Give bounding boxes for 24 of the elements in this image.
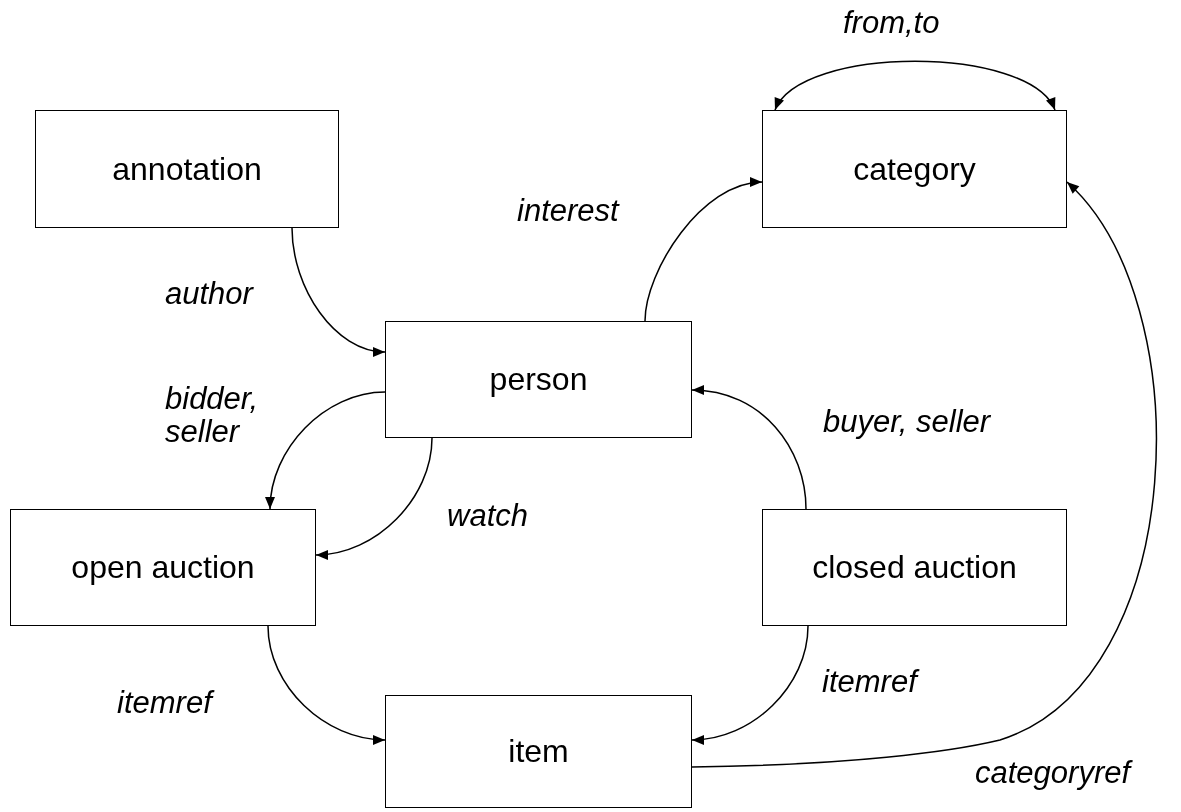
entity-name: closed auction xyxy=(812,549,1017,586)
arrow xyxy=(774,60,1056,111)
arrow xyxy=(291,227,386,356)
entity-box xyxy=(385,321,692,438)
entity-name: person xyxy=(489,361,588,398)
arrow xyxy=(691,385,807,510)
entity-box xyxy=(385,695,692,808)
entity-name: open auction xyxy=(71,549,255,586)
arrow xyxy=(265,391,386,510)
entity-box xyxy=(762,509,1067,626)
entity-box xyxy=(762,110,1067,228)
edge-label: buyer, seller xyxy=(823,406,991,439)
entity-box xyxy=(35,110,339,228)
arrow xyxy=(315,437,433,560)
entity-box xyxy=(10,509,316,626)
arrow xyxy=(267,625,386,745)
entity-name: item xyxy=(508,733,569,770)
arrow xyxy=(691,625,809,745)
edge-label: categoryref xyxy=(975,757,1131,790)
arrow xyxy=(691,181,1157,768)
arrow xyxy=(644,178,763,322)
entity-name: category xyxy=(853,150,976,188)
edge-label: from,to xyxy=(843,7,940,40)
entity-name: annotation xyxy=(112,150,262,188)
